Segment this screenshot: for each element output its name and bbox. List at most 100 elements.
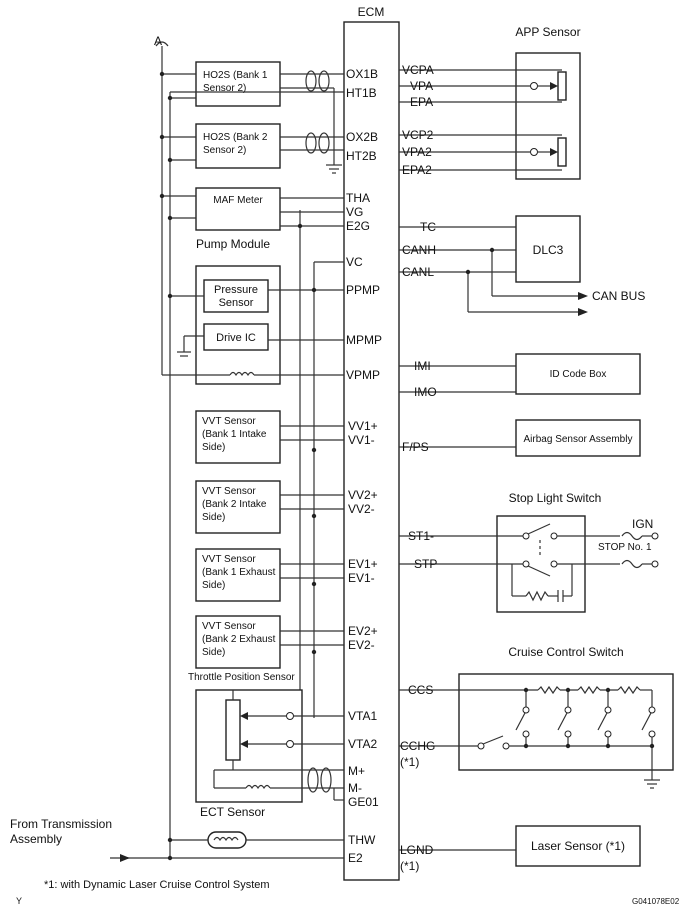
laser-sensor: Laser Sensor (*1) (399, 825, 641, 867)
pin-imo: IMO (414, 385, 437, 399)
pin-cchg: CCHG (400, 739, 435, 753)
app-sensor (399, 52, 581, 180)
svg-text:MAF Meter: MAF Meter (213, 195, 263, 206)
pin-vcpa: VCPA (402, 63, 434, 77)
stop-light-switch (399, 515, 659, 613)
vvt-sensor-bank1-intake: VVT Sensor (Bank 1 Intake Side) (195, 410, 344, 464)
svg-text:Sensor 2): Sensor 2) (203, 145, 246, 156)
ect-sensor (110, 831, 344, 862)
pin-ev1p: EV1+ (348, 557, 378, 571)
junction-dots (159, 71, 317, 861)
pin-ox1b: OX1B (346, 67, 378, 81)
figure-code: G041078E02 (632, 897, 680, 906)
app-sensor-label: APP Sensor (515, 25, 580, 39)
can-bus-label: CAN BUS (592, 289, 645, 303)
pin-mp: M+ (348, 764, 365, 778)
pump-module-label: Pump Module (196, 237, 270, 251)
pin-fps: F/PS (402, 440, 429, 454)
throttle-position-sensor-label: Throttle Position Sensor (188, 672, 295, 683)
pin-vg: VG (346, 205, 363, 219)
svg-text:ID Code Box: ID Code Box (550, 369, 607, 380)
pin-e2g: E2G (346, 219, 370, 233)
svg-text:Side): Side) (202, 580, 225, 591)
svg-text:HO2S (Bank 1: HO2S (Bank 1 (203, 70, 268, 81)
svg-text:VVT Sensor: VVT Sensor (202, 486, 256, 497)
pump-module: Pressure Sensor Drive IC (162, 261, 344, 385)
svg-text:HO2S (Bank 2: HO2S (Bank 2 (203, 132, 268, 143)
pin-st1: ST1- (408, 529, 434, 543)
pin-stp: STP (414, 557, 437, 571)
ho2s-bank2-sensor: HO2S (Bank 2 Sensor 2) (162, 123, 344, 174)
pin-vv1m: VV1- (348, 433, 375, 447)
y-marker: Y (16, 896, 22, 906)
airbag-sensor-assembly: Airbag Sensor Assembly (399, 419, 641, 457)
pin-epa: EPA (410, 95, 433, 109)
stop-light-switch-label: Stop Light Switch (509, 491, 602, 505)
vvt-sensor-bank2-exhaust: VVT Sensor (Bank 2 Exhaust Side) (195, 615, 344, 669)
pin-ht2b: HT2B (346, 149, 377, 163)
pin-thw: THW (348, 833, 376, 847)
svg-text:VVT Sensor: VVT Sensor (202, 554, 256, 565)
pin-vv2m: VV2- (348, 502, 375, 516)
svg-text:DLC3: DLC3 (533, 243, 564, 257)
pin-vta2: VTA2 (348, 737, 377, 751)
pin-vpa: VPA (410, 79, 433, 93)
svg-text:VVT Sensor: VVT Sensor (202, 416, 256, 427)
cruise-control-switch (399, 673, 674, 789)
pin-ht1b: HT1B (346, 86, 377, 100)
svg-text:Side): Side) (202, 647, 225, 658)
pin-mm: M- (348, 781, 362, 795)
svg-text:(Bank 1 Intake: (Bank 1 Intake (202, 429, 267, 440)
vvt-sensor-bank1-exhaust: VVT Sensor (Bank 1 Exhaust Side) (195, 548, 344, 602)
pin-ev2p: EV2+ (348, 624, 378, 638)
pin-vv1p: VV1+ (348, 419, 378, 433)
svg-text:(Bank 2 Intake: (Bank 2 Intake (202, 499, 267, 510)
throttle-position-sensor (195, 689, 344, 803)
footnote: *1: with Dynamic Laser Cruise Control Sy… (44, 879, 270, 891)
ect-sensor-label: ECT Sensor (200, 805, 265, 819)
svg-text:(Bank 2 Exhaust: (Bank 2 Exhaust (202, 634, 276, 645)
pin-lgnd: LGND (400, 843, 434, 857)
pin-tc: TC (420, 220, 436, 234)
maf-meter: MAF Meter (162, 187, 344, 231)
ecm-title: ECM (358, 5, 385, 19)
svg-text:Side): Side) (202, 512, 225, 523)
cruise-control-switch-label: Cruise Control Switch (508, 645, 623, 659)
stop-fuse-label: STOP No. 1 (598, 542, 652, 553)
pin-cchg-note: (*1) (400, 755, 419, 769)
pin-e2: E2 (348, 851, 363, 865)
ho2s-bank1-sensor: HO2S (Bank 1 Sensor 2) (162, 61, 344, 150)
pin-ev2m: EV2- (348, 638, 375, 652)
id-code-box: ID Code Box (399, 353, 641, 395)
pin-ccs: CCS (408, 683, 433, 697)
svg-text:VVT Sensor: VVT Sensor (202, 621, 256, 632)
pin-ox2b: OX2B (346, 130, 378, 144)
svg-text:(Bank 1 Exhaust: (Bank 1 Exhaust (202, 567, 276, 578)
from-transmission-label: From Transmission (10, 817, 112, 831)
svg-text:Sensor: Sensor (219, 297, 254, 309)
ign-label: IGN (632, 517, 653, 531)
pin-vpa2: VPA2 (402, 145, 432, 159)
svg-text:Sensor 2): Sensor 2) (203, 83, 246, 94)
pin-vta1: VTA1 (348, 709, 377, 723)
pin-ge01: GE01 (348, 795, 379, 809)
pin-epa2: EPA2 (402, 163, 432, 177)
svg-text:Drive IC: Drive IC (216, 332, 256, 344)
svg-text:Pressure: Pressure (214, 284, 258, 296)
ecm-unit (343, 21, 400, 881)
pin-ppmp: PPMP (346, 283, 380, 297)
pin-vcp2: VCP2 (402, 128, 434, 142)
pin-vc: VC (346, 255, 363, 269)
cruise-switch-contacts (515, 687, 656, 749)
pin-lgnd-note: (*1) (400, 859, 419, 873)
from-transmission-label-2: Assembly (10, 832, 62, 846)
vvt-sensor-bank2-intake: VVT Sensor (Bank 2 Intake Side) (195, 480, 344, 534)
pin-mpmp: MPMP (346, 333, 382, 347)
pin-canl: CANL (402, 265, 434, 279)
pin-tha: THA (346, 191, 370, 205)
pin-vpmp: VPMP (346, 368, 380, 382)
pin-vv2p: VV2+ (348, 488, 378, 502)
pin-canh: CANH (402, 243, 436, 257)
svg-text:Airbag Sensor Assembly: Airbag Sensor Assembly (524, 434, 633, 445)
